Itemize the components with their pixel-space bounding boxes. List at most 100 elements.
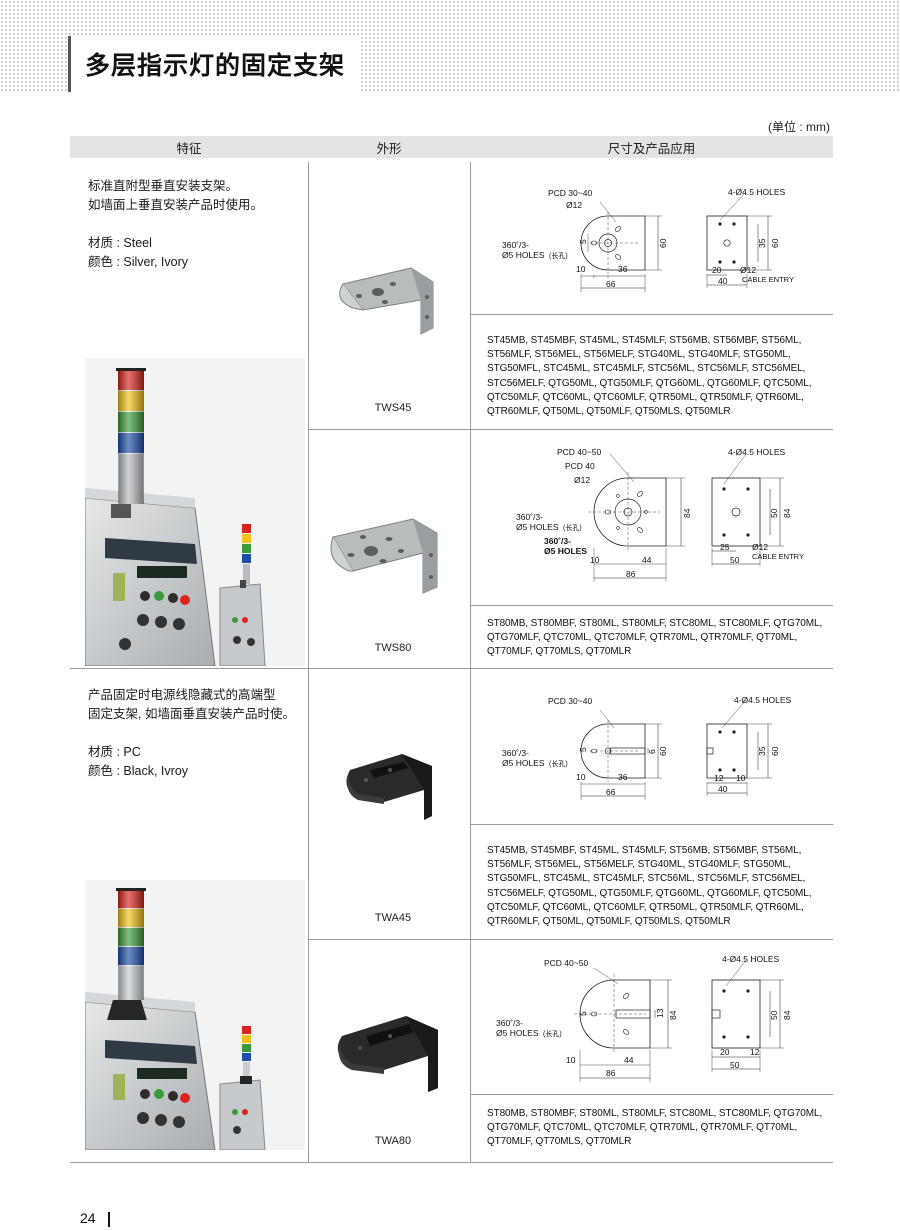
dimension-drawing-tws80: PCD 40~50 PCD 40 Ø12 360˚/3- Ø5 HOLES (长… (490, 442, 830, 597)
dim-s10: 10 (736, 773, 746, 783)
dim-pcd: PCD 30~40 (548, 696, 592, 706)
dim-center: Ø12 (574, 475, 590, 485)
bracket-photo-tws45 (323, 242, 453, 347)
dimension-drawing-tws45: PCD 30~40 Ø12 360˚/3- Ø5 HOLES (长孔) 5 60… (490, 182, 830, 305)
application-line: STG50MFL, STC45ML, STC45MLF, STC56ML, ST… (487, 363, 806, 375)
dim-s60: 60 (770, 746, 780, 756)
dim-slot-1: 360˚/3- (502, 748, 529, 758)
table-bottom-rule (70, 1162, 833, 1163)
dim-w66: 66 (606, 279, 616, 289)
dim-h84: 84 (668, 1010, 678, 1020)
header-dimensions: 尺寸及产品应用 (607, 141, 696, 156)
dim-slot-note: (长孔) (549, 759, 568, 768)
dimension-drawing-twa45: PCD 30~40 360˚/3- Ø5 HOLES (长孔) 5 6 60 1… (490, 690, 830, 813)
application-line: QTG70MLF, QTC70ML, QTC70MLF, QTR70ML, QT… (487, 632, 798, 644)
model-label: TWA80 (374, 1135, 412, 1147)
application-line: ST56MLF, ST56MEL, ST56MELF, STG40ML, STG… (487, 859, 791, 871)
application-line: ST56MLF, ST56MEL, ST56MELF, STG40ML, STG… (487, 349, 791, 361)
dim-holes-side: 4-Ø4.5 HOLES (728, 447, 785, 457)
application-line: QTR60MLF, QT50ML, QT50MLF, QT50MLS, QT50… (487, 916, 731, 928)
feature-line: 产品固定时电源线隐藏式的高端型 (88, 688, 276, 702)
application-line: ST80MB, ST80MBF, ST80ML, ST80MLF, STC80M… (487, 1108, 823, 1119)
color-label: 颜色 : Black, Ivroy (88, 764, 189, 778)
dim-pcd: PCD 30~40 (548, 188, 592, 198)
bracket-photo-twa45 (328, 740, 448, 835)
bracket-photo-twa80 (326, 1002, 450, 1107)
dim-slot-note: (长孔) (549, 251, 568, 260)
dim-pcd: PCD 40~50 (544, 958, 588, 968)
dim-s84: 84 (782, 508, 792, 518)
row-divider (470, 314, 833, 315)
dim-cable-2: CABLE ENTRY (752, 552, 804, 561)
page-number: 24 (80, 1210, 96, 1226)
dim-s35: 35 (757, 746, 767, 756)
page-title-box: 多层指示灯的固定支架 (68, 36, 362, 92)
dimension-drawing-twa80: PCD 40~50 360˚/3- Ø5 HOLES (长孔) 5 13 84 … (490, 950, 830, 1095)
application-line: ST45MB, ST45MBF, ST45ML, ST45MLF, ST56MB… (487, 335, 802, 346)
bracket-photo-tws80 (323, 497, 453, 612)
page-number-bar (108, 1212, 110, 1227)
dim-s20: 20 (712, 265, 722, 275)
dim-s60: 60 (770, 238, 780, 248)
product-table: 标准直附型垂直安装支架。 如墙面上垂直安装产品时使用。 材质 : Steel 颜… (70, 162, 833, 1163)
dim-slot-2: Ø5 HOLES (516, 522, 559, 532)
dim-pcd2: PCD 40 (565, 461, 595, 471)
dim-s84: 84 (782, 1010, 792, 1020)
dim-w10: 10 (590, 555, 600, 565)
dim-s35: 35 (757, 238, 767, 248)
dim-cable-1: Ø12 (752, 542, 768, 552)
dim-s50: 50 (769, 508, 779, 518)
dim-holes-side: 4-Ø4.5 HOLES (722, 954, 779, 964)
model-label: TWA45 (374, 912, 412, 924)
application-line: STC56MELF, QTG50ML, QTG50MLF, QTG60ML, Q… (487, 887, 812, 899)
dim-pcd: PCD 40~50 (557, 447, 601, 457)
dim-slot-4: Ø5 HOLES (544, 546, 587, 556)
row-divider (470, 824, 833, 825)
applications-twa45: ST45MB, ST45MBF, ST45ML, ST45MLF, ST56MB… (487, 844, 811, 929)
dim-5: 5 (578, 1011, 588, 1016)
dim-h13: 13 (655, 1008, 665, 1018)
dim-slot-2: Ø5 HOLES (502, 758, 545, 768)
row-divider (308, 939, 833, 940)
dim-w86: 86 (606, 1068, 616, 1078)
dim-center: Ø12 (566, 200, 582, 210)
dim-slot-2: Ø5 HOLES (502, 250, 545, 260)
dim-slot-note: (长孔) (543, 1029, 562, 1038)
feature-line: 标准直附型垂直安装支架。 (88, 179, 239, 193)
dim-h84: 84 (682, 508, 692, 518)
dim-slot-1: 360˚/3- (516, 512, 543, 522)
dim-w10: 10 (576, 264, 586, 274)
header-feature: 特征 (176, 141, 202, 156)
applications-tws45: ST45MB, ST45MBF, ST45ML, ST45MLF, ST56MB… (487, 334, 811, 419)
dim-cable-1: Ø12 (740, 265, 756, 275)
dim-5: 5 (578, 239, 588, 244)
application-line: QTG70MLF, QTC70ML, QTC70MLF, QTR70ML, QT… (487, 1122, 798, 1134)
application-line: STG50MFL, STC45ML, STC45MLF, STC56ML, ST… (487, 873, 806, 885)
dim-s40: 40 (718, 276, 728, 286)
dim-s12: 12 (714, 773, 724, 783)
dim-slot-1: 360˚/3- (502, 240, 529, 250)
material-label: 材质 : Steel (88, 236, 152, 250)
model-label: TWS80 (374, 642, 412, 654)
feature-line: 固定支架, 如墙面垂直安装产品时使。 (88, 707, 295, 721)
dim-slot-2: Ø5 HOLES (496, 1028, 539, 1038)
table-header: 特征 外形 尺寸及产品应用 (70, 136, 833, 158)
dim-s12: 12 (750, 1047, 760, 1057)
application-line: QTC50MLF, QTC60ML, QTC60MLF, QTR50ML, QT… (487, 901, 804, 913)
dim-w36: 36 (618, 772, 628, 782)
dim-h6: 6 (647, 749, 657, 754)
tower-lamp-photo (85, 880, 305, 1150)
header-shape: 外形 (376, 141, 402, 156)
dim-s40: 40 (718, 784, 728, 794)
dim-h60: 60 (658, 238, 668, 248)
dim-h60: 60 (658, 746, 668, 756)
page-title: 多层指示灯的固定支架 (85, 51, 346, 80)
dim-s20: 20 (720, 1047, 730, 1057)
row-divider (470, 1094, 833, 1095)
dim-w86: 86 (626, 569, 636, 579)
dim-w44: 44 (642, 555, 652, 565)
dim-w44: 44 (624, 1055, 634, 1065)
application-line: ST45MB, ST45MBF, ST45ML, ST45MLF, ST56MB… (487, 845, 802, 856)
dim-s50: 50 (769, 1010, 779, 1020)
dim-w66: 66 (606, 787, 616, 797)
